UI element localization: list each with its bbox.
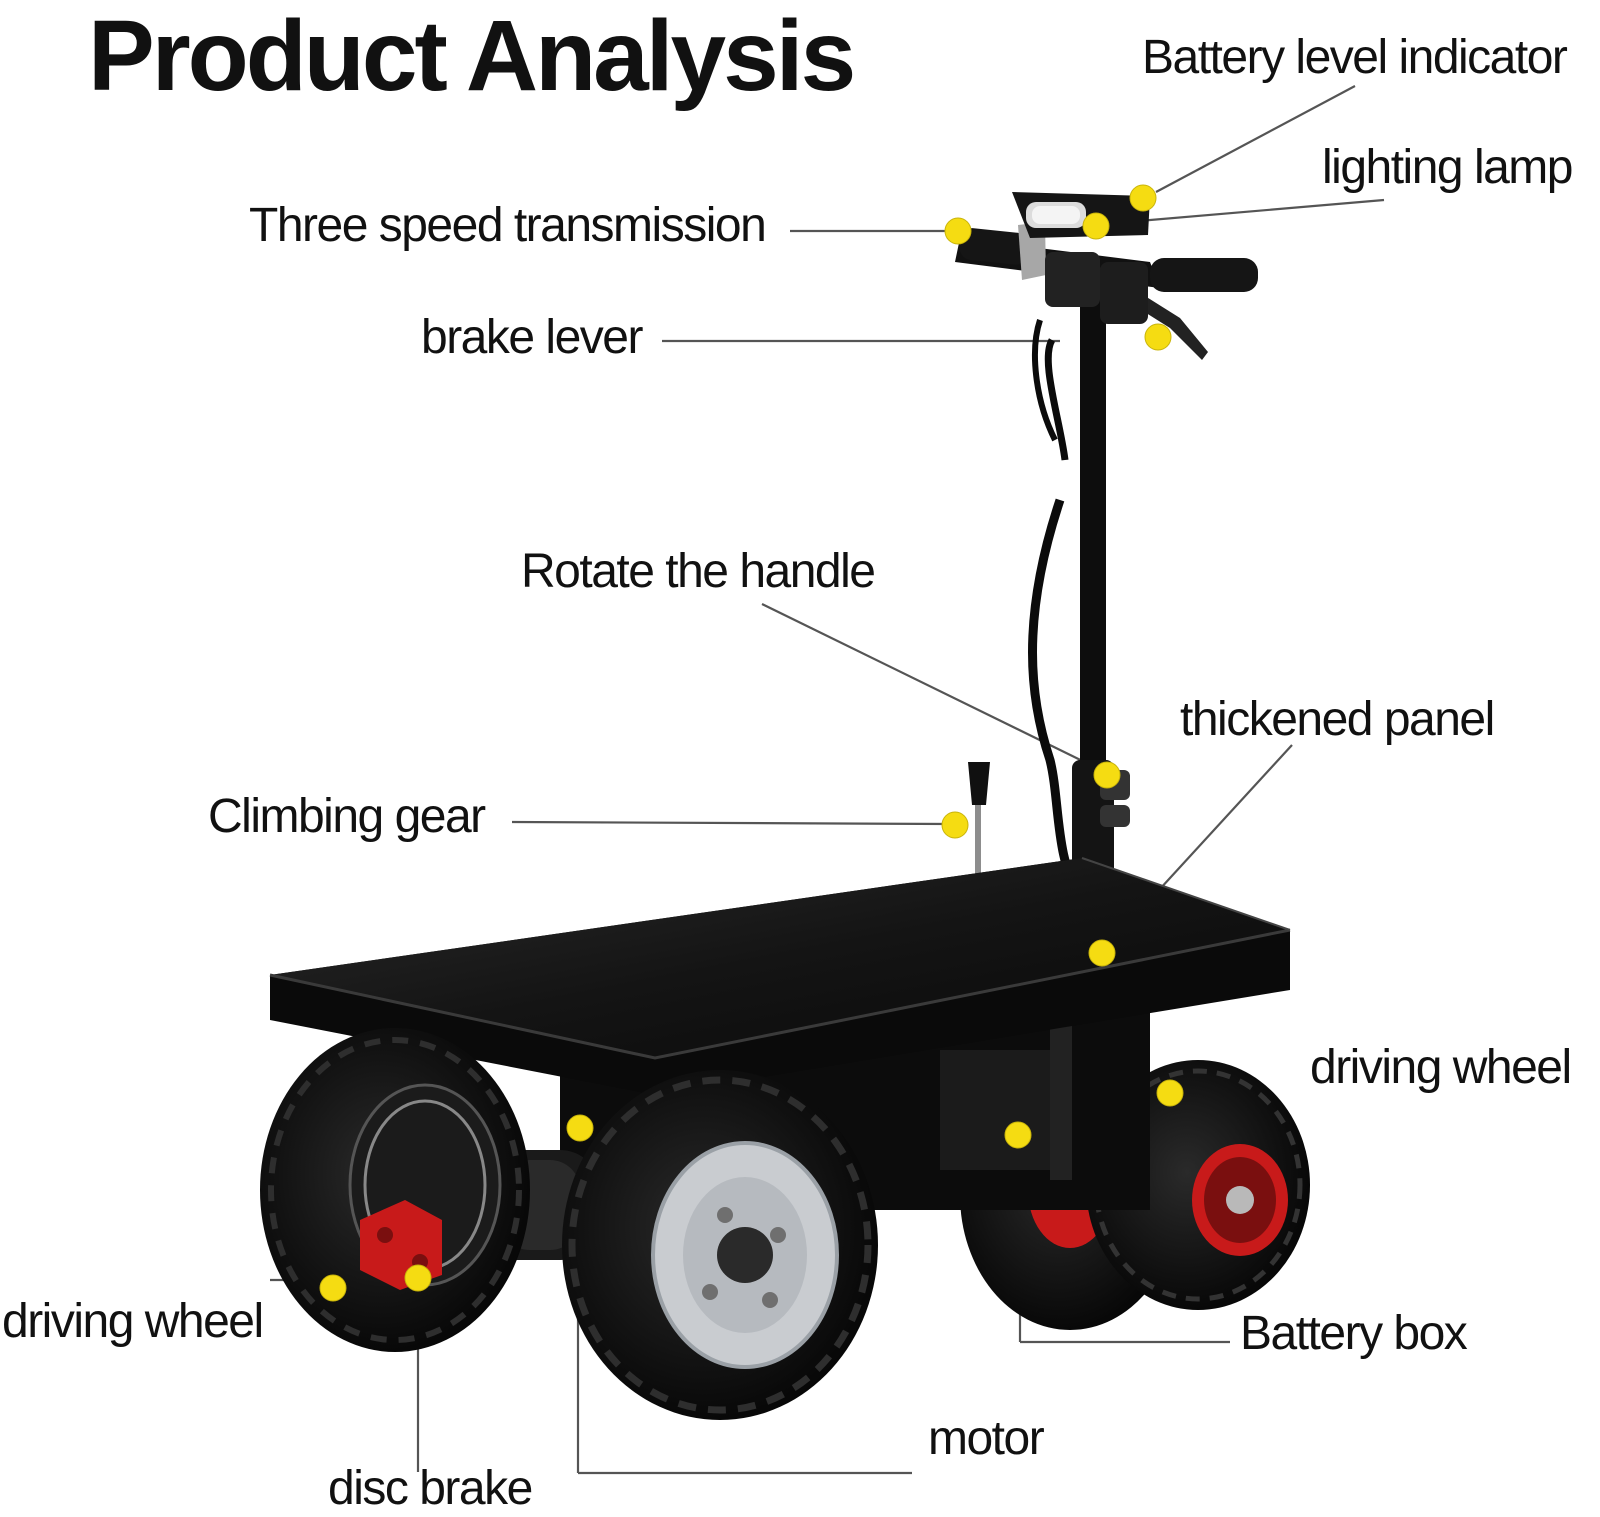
headlight — [1012, 192, 1150, 238]
label-three-speed-transmission: Three speed transmission — [249, 199, 767, 252]
marker-thickened-panel — [1088, 939, 1116, 967]
marker-brake-lever — [1144, 323, 1172, 351]
page-title: Product Analysis — [88, 0, 856, 112]
label-battery-level-indicator: Battery level indicator — [1142, 31, 1568, 84]
label-battery-box: Battery box — [1240, 1307, 1468, 1360]
marker-driving-wheel-left — [319, 1274, 347, 1302]
label-driving-wheel-right: driving wheel — [1310, 1041, 1572, 1094]
label-rotate-the-handle: Rotate the handle — [521, 545, 876, 598]
label-driving-wheel-left: driving wheel — [2, 1295, 264, 1348]
front-right-wheel — [1086, 1060, 1310, 1310]
steering-column — [1028, 262, 1130, 922]
marker-disc-brake — [404, 1264, 432, 1292]
label-climbing-gear: Climbing gear — [208, 790, 486, 843]
deck-panel — [269, 857, 1291, 1095]
marker-lighting-lamp — [1082, 212, 1110, 240]
marker-three-speed-transmission — [944, 217, 972, 245]
handlebar — [955, 222, 1258, 360]
rear-left-wheel — [260, 1028, 530, 1352]
label-motor: motor — [928, 1412, 1045, 1465]
marker-climbing-gear — [941, 811, 969, 839]
marker-motor — [566, 1114, 594, 1142]
label-lighting-lamp: lighting lamp — [1322, 141, 1573, 194]
marker-rotate-the-handle — [1093, 761, 1121, 789]
marker-battery-level-indicator — [1129, 184, 1157, 212]
label-thickened-panel: thickened panel — [1180, 693, 1495, 746]
front-left-wheel — [562, 1070, 878, 1420]
label-disc-brake: disc brake — [328, 1462, 533, 1515]
marker-battery-box — [1004, 1121, 1032, 1149]
yellow-markers — [319, 184, 1184, 1302]
label-brake-lever: brake lever — [421, 311, 643, 364]
marker-driving-wheel-right — [1156, 1079, 1184, 1107]
